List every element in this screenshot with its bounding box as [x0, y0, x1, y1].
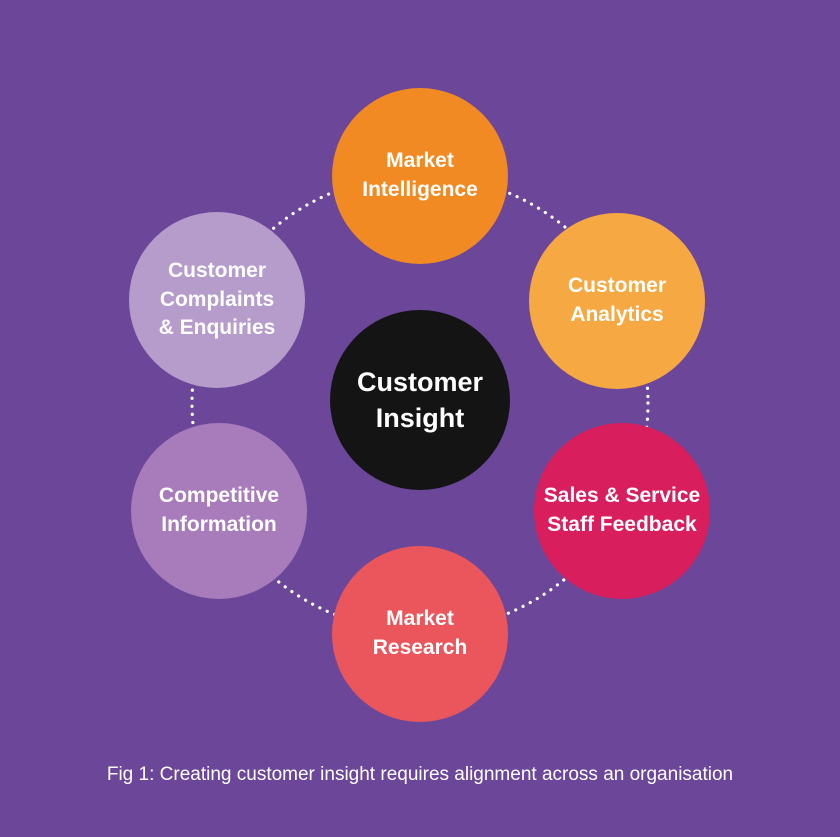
node-customer-analytics-label: Customer Analytics	[567, 274, 667, 326]
node-competitive-information: Competitive Information	[131, 423, 307, 599]
node-competitive-information-label: Competitive Information	[158, 484, 280, 536]
center-node-label: Customer Insight	[356, 366, 484, 433]
node-sales-service-staff-feedback: Sales & Service Staff Feedback	[534, 423, 710, 599]
node-market-intelligence-label: Market Intelligence	[362, 149, 478, 201]
node-sales-service-staff-feedback-label: Sales & Service Staff Feedback	[543, 484, 701, 536]
center-node-customer-insight: Customer Insight	[330, 310, 510, 490]
node-market-intelligence: Market Intelligence	[332, 88, 508, 264]
node-market-research: Market Research	[332, 546, 508, 722]
figure-caption: Fig 1: Creating customer insight require…	[106, 764, 734, 785]
node-market-research-label: Market Research	[372, 607, 468, 659]
node-customer-complaints-enquiries-label: Customer Complaints & Enquiries	[158, 258, 276, 340]
node-customer-complaints-enquiries: Customer Complaints & Enquiries	[129, 212, 305, 388]
node-customer-analytics: Customer Analytics	[529, 213, 705, 389]
